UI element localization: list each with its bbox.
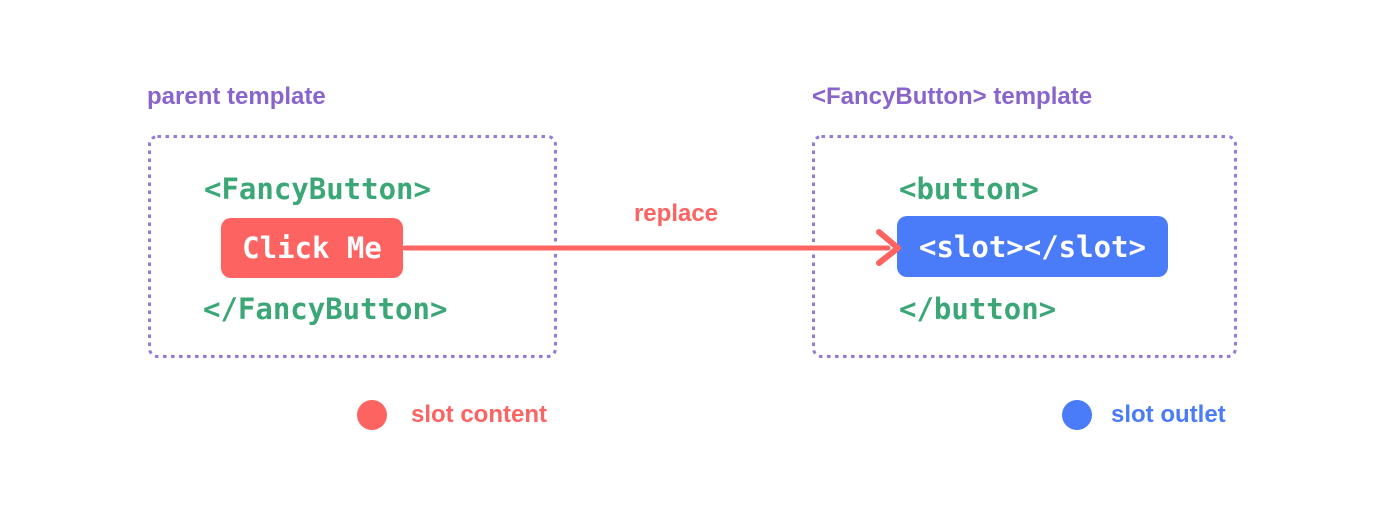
slot-content-dot-icon xyxy=(357,400,387,430)
fancybutton-template-title: <FancyButton> template xyxy=(812,83,1093,110)
slot-content-legend-label: slot content xyxy=(411,401,547,428)
slot-outlet-label: <slot></slot> xyxy=(919,229,1146,264)
slot-outlet-dot-icon xyxy=(1062,400,1092,430)
replace-arrow-label: replace xyxy=(633,200,719,227)
template-close-tag: </button> xyxy=(899,292,1057,326)
click-me-label: Click Me xyxy=(242,231,382,265)
replace-arrow-head xyxy=(876,229,901,266)
slot-outlet-legend-label: slot outlet xyxy=(1111,401,1226,428)
parent-close-tag: </FancyButton> xyxy=(203,292,448,326)
click-me-button: Click Me xyxy=(221,218,403,278)
slot-outlet-box: <slot></slot> xyxy=(897,216,1168,277)
parent-open-tag: <FancyButton> xyxy=(204,172,431,206)
parent-template-title: parent template xyxy=(147,83,326,110)
template-open-tag: <button> xyxy=(899,172,1039,206)
